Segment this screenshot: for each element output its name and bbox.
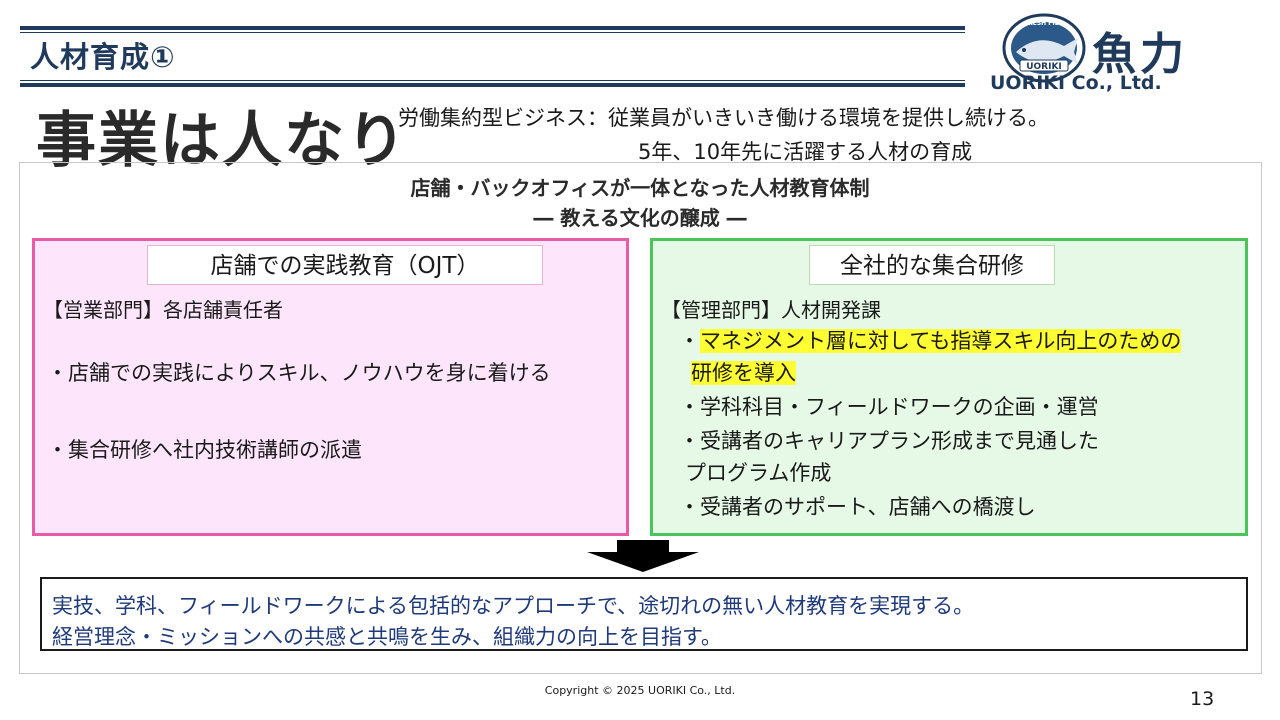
copyright: Copyright © 2025 UORIKI Co., Ltd. — [544, 684, 736, 697]
tagline-line-1: 労働集約型ビジネス：従業員がいきいき働ける環境を提供し続ける。 — [398, 106, 1049, 130]
main-frame — [19, 162, 1262, 674]
header-rule-top-thin — [20, 32, 965, 33]
group-training-panel-title: 全社的な集合研修 — [809, 245, 1055, 285]
frame-heading: 店舗・バックオフィスが一体となった人材教育体制 — [410, 176, 870, 200]
down-arrow-icon — [587, 540, 699, 572]
frame-subheading: ― 教える文化の醸成 ― — [533, 206, 747, 230]
training-bullet-2: ・学科科目・フィールドワークの企画・運営 — [679, 395, 1099, 419]
group-training-dept-label: 【管理部門】人材開発課 — [661, 298, 881, 322]
company-logo: UORIKI FRESH FISH 魚力 UORIKI Co., Ltd. — [990, 8, 1250, 100]
group-training-panel: 全社的な集合研修 【管理部門】人材開発課 ・マネジメント層に対しても指導スキル向… — [650, 238, 1248, 536]
training-bullet-3: ・受講者のキャリアプラン形成まで見通した — [679, 429, 1099, 453]
headline: 事業は人なり — [36, 106, 408, 176]
header-rule-top-thick — [20, 26, 965, 30]
summary-line-1: 実技、学科、フィールドワークによる包括的なアプローチで、途切れの無い人材教育を実… — [52, 594, 975, 618]
training-bullet-3-cont: プログラム作成 — [685, 461, 832, 485]
training-bullet-1: ・マネジメント層に対しても指導スキル向上のための — [679, 325, 1182, 355]
ojt-bullet-1: ・店舗での実践によりスキル、ノウハウを身に着ける — [47, 361, 551, 385]
summary-line-2: 経営理念・ミッションへの共感と共鳴を生み、組織力の向上を目指す。 — [52, 625, 722, 649]
highlighted-text: マネジメント層に対しても指導スキル向上のための — [700, 329, 1182, 353]
logo-company-name: UORIKI Co., Ltd. — [990, 72, 1162, 94]
tagline-line-2: 5年、10年先に活躍する人材の育成 — [638, 140, 973, 164]
training-bullet-1-cont: 研修を導入 — [691, 357, 796, 387]
training-bullet-4: ・受講者のサポート、店舗への橋渡し — [679, 495, 1036, 519]
header-rule-bottom-thick — [20, 83, 965, 87]
logo-badge-top-text: FRESH FISH — [1024, 20, 1064, 27]
logo-badge-bottom-text: UORIKI — [1026, 62, 1062, 72]
ojt-panel-title: 店舗での実践教育（OJT） — [147, 245, 543, 285]
ojt-bullet-2: ・集合研修へ社内技術講師の派遣 — [47, 438, 362, 462]
summary-box: 実技、学科、フィールドワークによる包括的なアプローチで、途切れの無い人材教育を実… — [40, 577, 1248, 651]
fish-badge-icon: UORIKI FRESH FISH — [1002, 13, 1086, 83]
ojt-dept-label: 【営業部門】各店舗責任者 — [43, 298, 283, 322]
page-number: 13 — [1190, 688, 1215, 710]
highlighted-text: 研修を導入 — [691, 361, 796, 385]
bullet-prefix: ・ — [679, 329, 700, 353]
logo-wordmark: 魚力 — [1092, 29, 1188, 80]
ojt-panel: 店舗での実践教育（OJT） 【営業部門】各店舗責任者 ・店舗での実践によりスキル… — [32, 238, 629, 536]
header-rule-bottom-thin — [20, 80, 965, 81]
section-title: 人材育成① — [30, 40, 176, 74]
